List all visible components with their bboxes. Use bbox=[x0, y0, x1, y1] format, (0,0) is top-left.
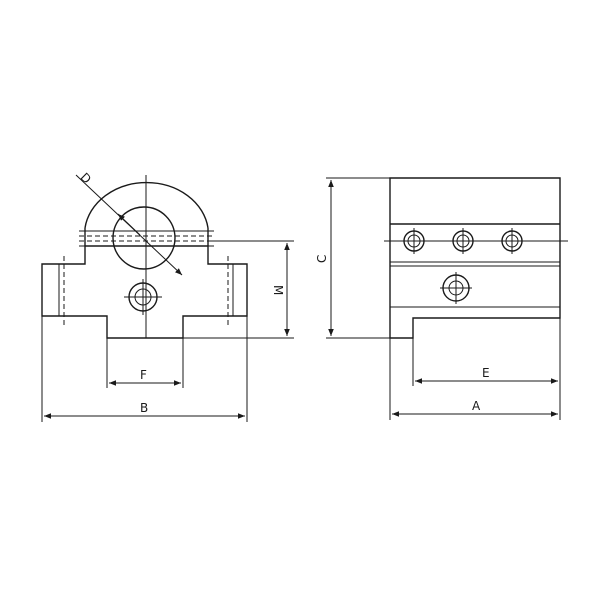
side-view-hole-3 bbox=[501, 228, 523, 254]
dim-e-label: E bbox=[482, 366, 490, 380]
dim-d-arrow-back bbox=[117, 213, 141, 236]
front-view-body-outline bbox=[41, 245, 248, 339]
dim-a-label: A bbox=[472, 399, 481, 413]
side-view-hole-2 bbox=[452, 228, 474, 254]
side-view-body-outline bbox=[389, 177, 561, 339]
dim-m-label: M bbox=[271, 285, 285, 295]
side-view: C E A bbox=[315, 177, 568, 420]
dim-f-label: F bbox=[140, 368, 147, 382]
front-view-shaft-bore bbox=[112, 206, 176, 270]
side-view-mounting-hole bbox=[440, 272, 472, 304]
front-view: D M F B bbox=[41, 170, 294, 422]
dim-b-label: B bbox=[140, 401, 148, 415]
dim-c-label: C bbox=[315, 255, 329, 263]
dim-d-label: D bbox=[78, 170, 94, 186]
side-view-hole-1 bbox=[403, 228, 425, 254]
